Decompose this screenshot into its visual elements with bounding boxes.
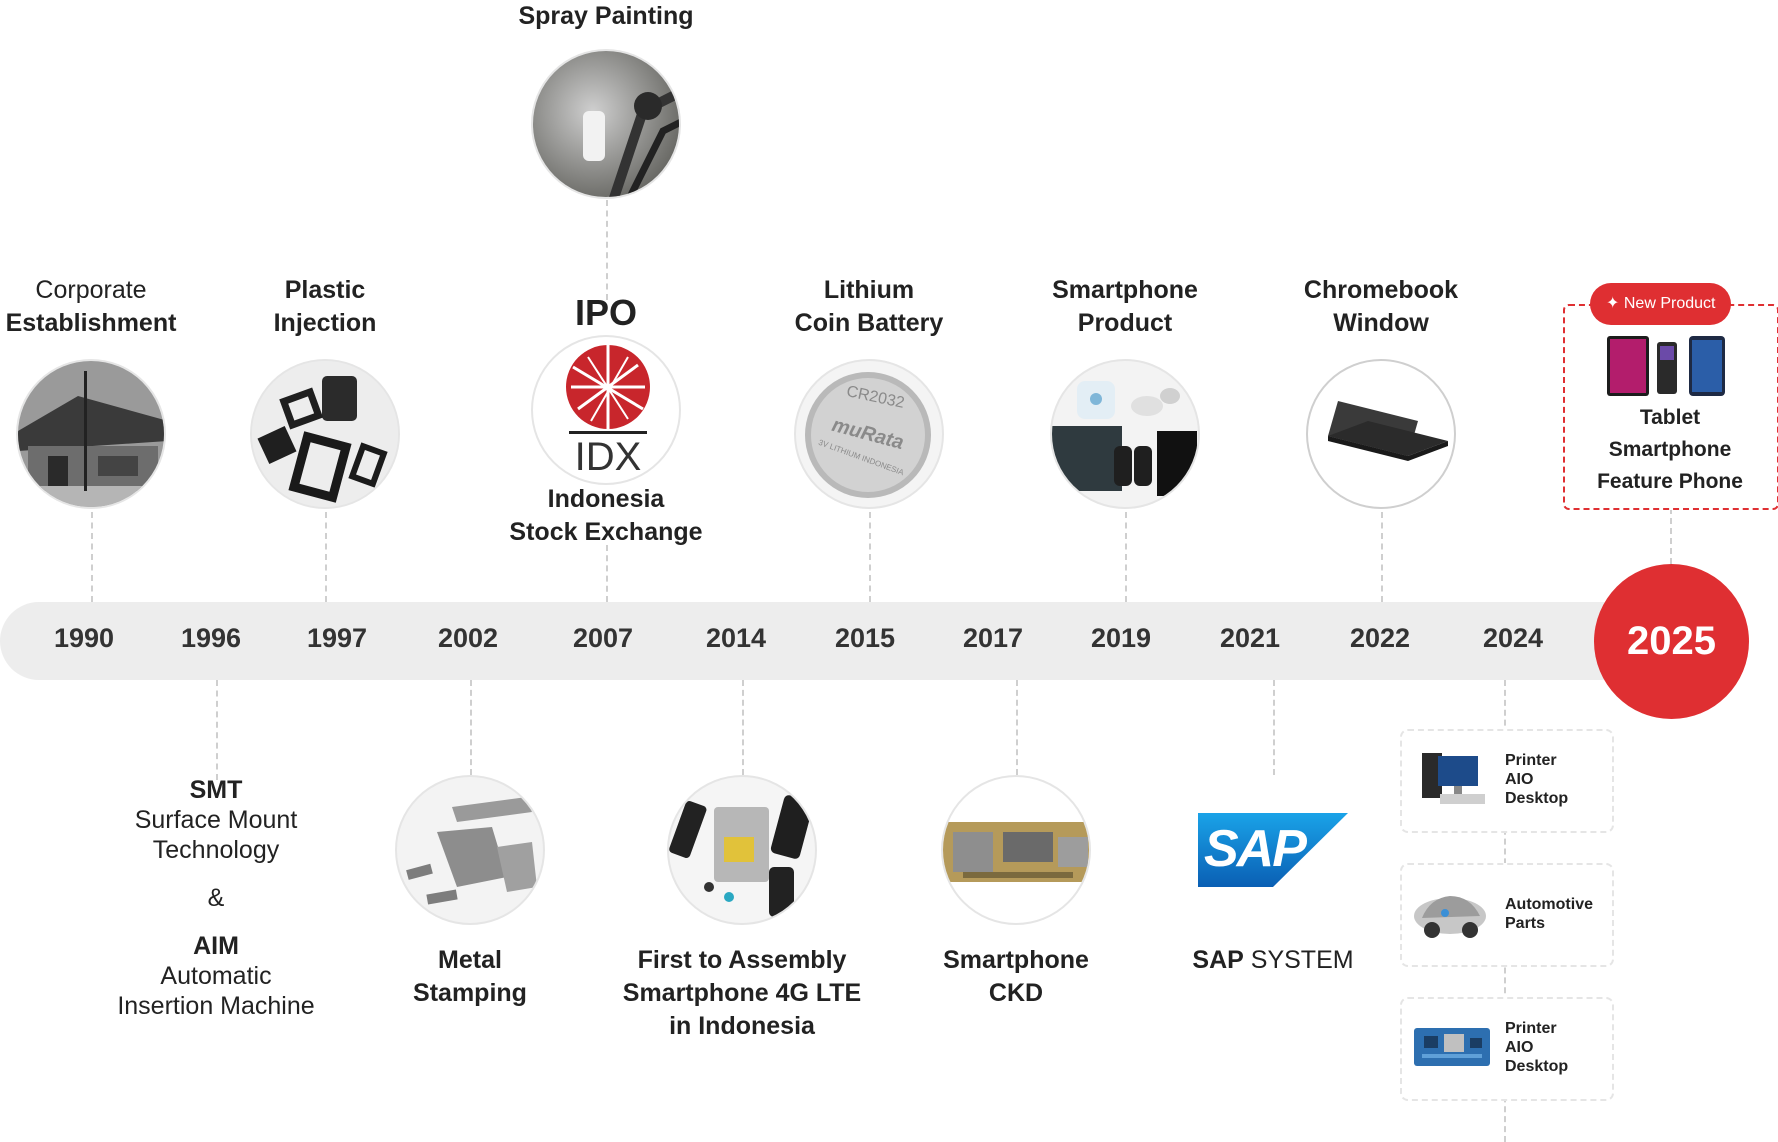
- smartphone-assembly-image: [667, 775, 817, 925]
- year-2022: 2022: [1349, 623, 1411, 653]
- ipo-caption: Indonesia Stock Exchange: [509, 485, 703, 546]
- devices-image: [1605, 336, 1735, 396]
- year-2017: 2017: [962, 623, 1024, 653]
- metal-stamping-image: [395, 775, 545, 925]
- year-1997: 1997: [306, 623, 368, 653]
- car-icon: [1410, 878, 1490, 948]
- year-1990: 1990: [53, 623, 115, 653]
- connector-2025: [1670, 508, 1672, 564]
- connector-2019: [1125, 512, 1127, 602]
- smartphone-products-image: [1050, 359, 1200, 509]
- ckd-label: Smartphone CKD: [943, 946, 1089, 1007]
- product-box-1-text: Printer AIO Desktop: [1505, 752, 1569, 807]
- connector-spray: [606, 200, 608, 300]
- new-product-items: Tablet Smartphone Feature Phone: [1597, 406, 1743, 493]
- spray-painting-image: [531, 49, 681, 199]
- year-2021: 2021: [1219, 623, 1281, 653]
- year-2019: 2019: [1090, 623, 1152, 653]
- connector-2022: [1381, 512, 1383, 602]
- product-box-3-text: Printer AIO Desktop: [1505, 1020, 1569, 1075]
- smt-aim-label: SMT Surface Mount Technology & AIM Autom…: [117, 776, 315, 1020]
- corporate-label: Corporate Establishment: [5, 276, 177, 337]
- connector-2014: [742, 680, 744, 775]
- sparkle-icon: ✦: [1606, 295, 1624, 312]
- sap-logo-text: SAP: [1204, 820, 1307, 878]
- idx-logo-text: IDX: [574, 435, 642, 479]
- connector-2017: [1016, 680, 1018, 775]
- year-2025-highlight: 2025: [1594, 564, 1749, 719]
- idx-logo-icon: [566, 345, 650, 434]
- sap-logo-icon: [1198, 813, 1348, 887]
- year-2007: 2007: [572, 623, 634, 653]
- coin-battery-image: CR2032 muRata 3V LITHIUM INDONESIA: [794, 359, 944, 509]
- idx-logo-circle: IDX: [531, 335, 681, 485]
- year-1996: 1996: [180, 623, 242, 653]
- chromebook-label: Chromebook Window: [1303, 276, 1459, 337]
- year-2014: 2014: [705, 623, 767, 653]
- connector-1996: [216, 680, 218, 780]
- year-2002: 2002: [437, 623, 499, 653]
- sap-logo: SAP: [1198, 813, 1348, 887]
- connector-2015: [869, 512, 871, 602]
- connector-1990: [91, 512, 93, 602]
- product-box-2-text: Automotive Parts: [1505, 896, 1593, 932]
- plastic-label: Plastic Injection: [273, 276, 377, 337]
- first-assembly-label: First to Assembly Smartphone 4G LTE in I…: [622, 946, 862, 1040]
- timeline-bar: [0, 602, 1640, 680]
- year-2015: 2015: [834, 623, 896, 653]
- smartphone-ckd-image: [941, 775, 1091, 925]
- metal-label: Metal Stamping: [413, 946, 527, 1007]
- circuit-board-icon: [1412, 1022, 1492, 1072]
- smartphone-product-label: Smartphone Product: [1052, 276, 1198, 337]
- new-product-badge: ✦ New Product: [1590, 283, 1732, 325]
- computer-icon: [1420, 748, 1490, 808]
- connector-2002: [470, 680, 472, 775]
- spray-label: Spray Painting: [518, 2, 694, 30]
- ipo-title: IPO: [574, 292, 638, 333]
- connector-2007: [606, 545, 608, 602]
- lithium-label: Lithium Coin Battery: [794, 276, 944, 337]
- connector-2021: [1273, 680, 1275, 775]
- sap-system-label: SAP SYSTEM: [1192, 946, 1354, 974]
- connector-1997: [325, 512, 327, 602]
- year-2024: 2024: [1482, 623, 1544, 653]
- plastic-parts-image: [250, 359, 400, 509]
- chromebook-image: [1306, 359, 1456, 509]
- new-product-box: [1563, 304, 1778, 510]
- corporate-building-image: [16, 359, 166, 509]
